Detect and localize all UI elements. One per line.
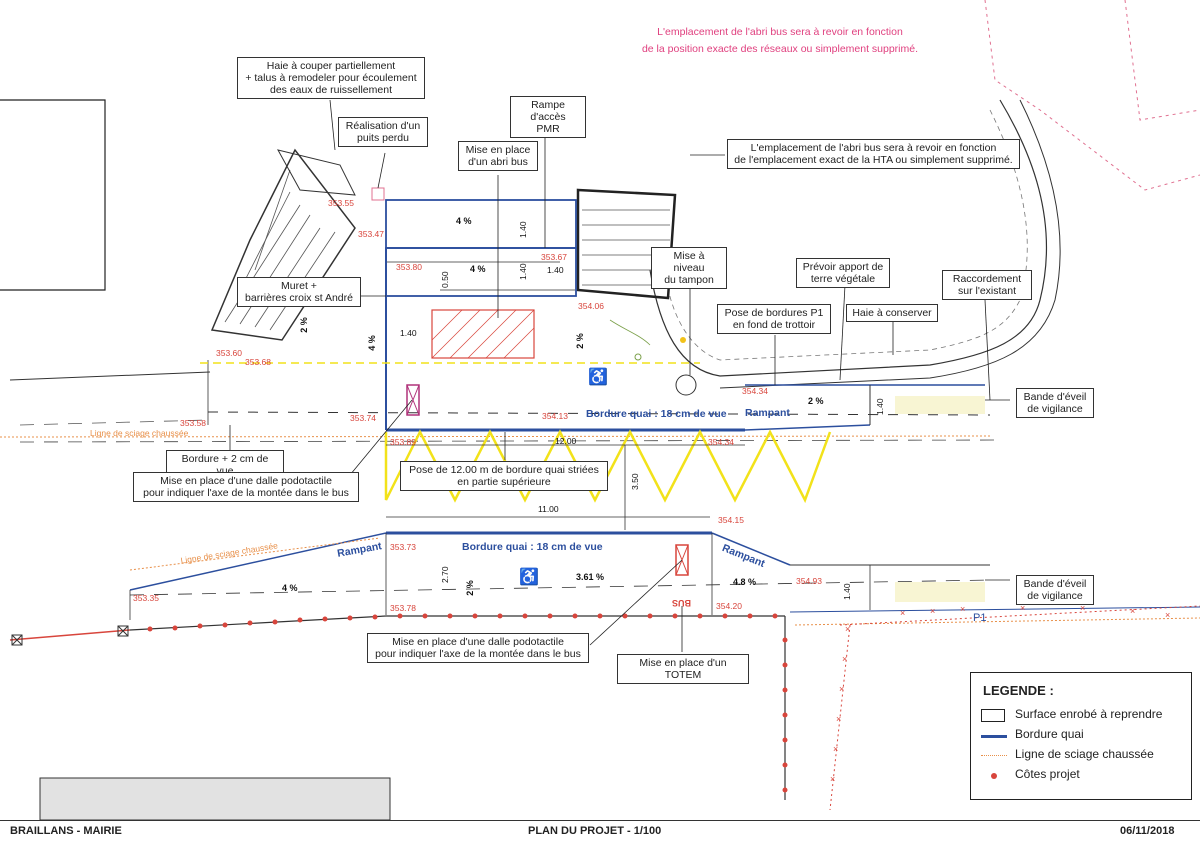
callout-soakaway: Réalisation d'un puits perdu	[338, 117, 428, 147]
callout-tactile-strip-2: Bande d'éveil de vigilance	[1016, 575, 1094, 605]
callout-quay-curb-12m: Pose de 12.00 m de bordure quai striées …	[400, 461, 608, 491]
callout-tactile-strip-1: Bande d'éveil de vigilance	[1016, 388, 1094, 418]
callout-hta-notice: L'emplacement de l'abri bus sera à revoi…	[727, 139, 1020, 169]
blue-line-icon	[981, 735, 1007, 738]
slope-label: 3.61 %	[576, 572, 605, 582]
drawing-title: PLAN DU PROJET - 1/100	[528, 825, 662, 837]
svg-text:×: ×	[833, 744, 838, 754]
elevation-label: 353.74	[350, 413, 376, 423]
elevation-label: 353.68	[245, 357, 271, 367]
callout-bus-shelter: Mise en place d'un abri bus	[458, 141, 538, 171]
dimension-label: 1.40	[875, 398, 885, 415]
svg-text:×: ×	[1080, 603, 1085, 613]
dimension-label: 2.70	[440, 566, 450, 583]
callout-totem: Mise en place d'un TOTEM	[617, 654, 749, 684]
legend-title: LEGENDE :	[983, 683, 1054, 698]
callout-p1-curbs: Pose de bordures P1 en fond de trottoir	[717, 304, 831, 334]
rampant-label: Rampant	[745, 407, 790, 419]
elevation-label: 354.20	[716, 601, 742, 611]
callout-connection: Raccordement sur l'existant	[942, 270, 1032, 300]
elevation-label: 353.67	[541, 252, 567, 262]
slope-label: 2 %	[298, 317, 309, 333]
sawcut-label: Ligne de sciage chaussée	[90, 428, 189, 438]
callout-tactile-slab-2: Mise en place d'une dalle podotactile po…	[367, 633, 589, 663]
svg-text:×: ×	[1130, 606, 1135, 616]
orange-dotted-line-icon	[981, 755, 1007, 756]
callout-manhole-level: Mise à niveau du tampon	[651, 247, 727, 289]
dimension-label: 1.40	[518, 221, 528, 238]
slope-label: 2 %	[808, 396, 824, 406]
svg-text:♿: ♿	[588, 367, 608, 386]
quay-curb-label-bottom: Bordure quai : 18 cm de vue	[462, 541, 603, 553]
slope-label: 2 %	[574, 333, 585, 349]
elevation-label: 353.55	[328, 198, 354, 208]
elevation-label: 353.80	[396, 262, 422, 272]
legend-label: Côtes projet	[1015, 767, 1080, 781]
elevation-label: 353.78	[390, 603, 416, 613]
slope-label: 2 %	[464, 580, 475, 596]
callout-hedge-keep: Haie à conserver	[846, 304, 938, 322]
elevation-label: 353.47	[358, 229, 384, 239]
svg-text:×: ×	[1165, 610, 1170, 620]
drawing-date: 06/11/2018	[1120, 825, 1175, 837]
dimension-label: 3.50	[630, 473, 640, 490]
svg-text:×: ×	[960, 604, 965, 614]
box-swatch-icon	[981, 709, 1005, 722]
callout-wall-barriers: Muret + barrières croix st André	[237, 277, 361, 307]
elevation-label: 354.34	[708, 437, 734, 447]
dimension-label: 0.50	[440, 271, 450, 288]
svg-text:×: ×	[830, 774, 835, 784]
callout-hedge-cut: Haie à couper partiellement + talus à re…	[237, 57, 425, 99]
svg-text:♿: ♿	[519, 567, 539, 586]
svg-text:×: ×	[1020, 603, 1025, 613]
elevation-label: 354.34	[742, 386, 768, 396]
elevation-label: 353.35	[133, 593, 159, 603]
slope-label: 4 %	[366, 335, 377, 351]
svg-text:×: ×	[836, 714, 841, 724]
dimension-label: 1.40	[547, 265, 564, 275]
callout-tactile-slab-1: Mise en place d'une dalle podotactile po…	[133, 472, 359, 502]
legend: LEGENDE : Surface enrobé à reprendre Bor…	[970, 672, 1192, 800]
slope-label: 4.8 %	[733, 577, 757, 587]
callout-topsoil: Prévoir apport de terre végétale	[796, 258, 890, 288]
svg-text:×: ×	[930, 606, 935, 616]
network-notice: L'emplacement de l'abri bus sera à revoi…	[641, 26, 919, 55]
slope-label: 4 %	[456, 216, 472, 226]
dimension-label: 1.40	[400, 328, 417, 338]
p1-mark: P1	[973, 612, 987, 624]
legend-label: Ligne de sciage chaussée	[1015, 747, 1154, 761]
bus-road-marking: BUS	[672, 598, 692, 608]
svg-text:×: ×	[842, 654, 847, 664]
svg-text:×: ×	[845, 624, 850, 634]
legend-label: Surface enrobé à reprendre	[1015, 707, 1163, 721]
elevation-label: 353.60	[216, 348, 242, 358]
elevation-label: 354.15	[718, 515, 744, 525]
elevation-label: 353.58	[180, 418, 206, 428]
slope-label: 4 %	[282, 583, 298, 593]
slope-label: 4 %	[470, 264, 486, 274]
legend-label: Bordure quai	[1015, 727, 1084, 741]
red-dot-icon	[991, 773, 997, 779]
project-name: BRAILLANS - MAIRIE	[10, 825, 122, 837]
dimension-label: 1.40	[518, 263, 528, 280]
elevation-label: 353.89	[390, 437, 416, 447]
dimension-label: 11.00	[538, 504, 559, 514]
dimension-label: 12.00	[555, 436, 577, 446]
callout-pmr-ramp: Rampe d'accès PMR	[510, 96, 586, 138]
elevation-label: 353.73	[390, 542, 416, 552]
elevation-label: 354.13	[542, 411, 568, 421]
svg-text:×: ×	[839, 684, 844, 694]
title-block: BRAILLANS - MAIRIE PLAN DU PROJET - 1/10…	[0, 820, 1200, 847]
svg-text:×: ×	[900, 608, 905, 618]
dimension-label: 1.40	[842, 583, 852, 600]
elevation-label: 354.93	[796, 576, 822, 586]
elevation-label: 354.06	[578, 301, 604, 311]
quay-curb-label-top: Bordure quai : 18 cm de vue	[586, 408, 727, 420]
